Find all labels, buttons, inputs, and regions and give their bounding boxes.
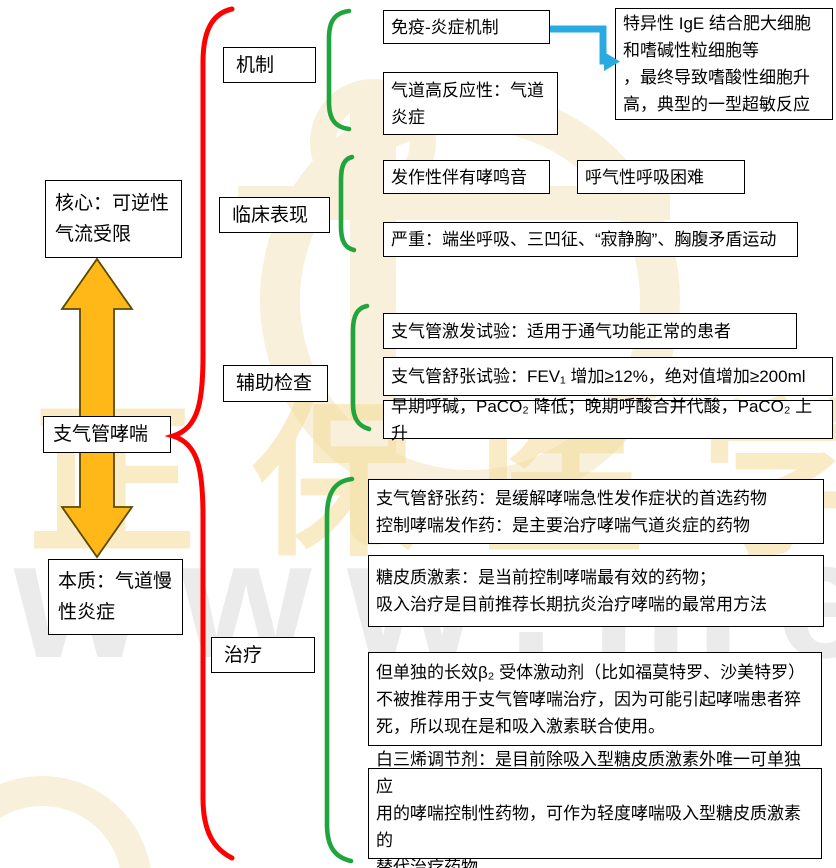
branch-label-mechanism: 机制 <box>223 47 316 83</box>
exam-bloodgas-box: 早期呼碱，PaCO₂ 降低；晚期呼酸合并代酸，PaCO₂ 上升 <box>383 397 833 443</box>
treatment-laba-box: 但单独的长效β₂ 受体激动剂（比如福莫特罗、沙美特罗） 不被推荐用于支气管哮喘治… <box>368 652 822 746</box>
treatment-bronchodilator-box: 支气管舒张药：是缓解哮喘急性发作症状的首选药物 控制哮喘发作药：是主要治疗哮喘气… <box>368 479 824 544</box>
mechanism-ige-detail-box: 特异性 IgE 结合肥大细胞 和嗜碱性粒细胞等 ，最终导致嗜酸性细胞升 高，典型… <box>615 8 833 120</box>
clinical-severe-box: 严重：端坐呼吸、三凹征、“寂静胸”、胸腹矛盾运动 <box>383 222 798 257</box>
clinical-wheeze-box: 发作性伴有哮鸣音 <box>383 160 550 194</box>
root-node-box: 支气管哮喘 <box>43 416 171 453</box>
exam-dilation-box: 支气管舒张试验：FEV₁ 增加≥12%，绝对值增加≥200ml <box>383 357 833 396</box>
branch-label-treatment: 治疗 <box>211 637 315 673</box>
essence-node-box: 本质：气道慢 性炎症 <box>48 559 183 635</box>
treatment-leukotriene-box: 白三烯调节剂：是目前除吸入型糖皮质激素外唯一可单独应 用的哮喘控制性药物，可作为… <box>368 750 822 868</box>
clinical-dyspnea-box: 呼气性呼吸困难 <box>577 160 745 194</box>
mechanism-immune-box: 免疫-炎症机制 <box>383 10 550 44</box>
branch-label-clinical: 临床表现 <box>219 197 330 233</box>
double-arrow <box>60 257 134 559</box>
core-node-box: 核心：可逆性 气流受限 <box>45 180 182 258</box>
exam-provocation-box: 支气管激发试验：适用于通气功能正常的患者 <box>383 313 797 349</box>
mechanism-airway-box: 气道高反应性：气道 炎症 <box>383 72 558 135</box>
branch-label-exams: 辅助检查 <box>223 365 328 402</box>
treatment-corticosteroid-box: 糖皮质激素：是当前控制哮喘最有效的药物； 吸入治疗是目前推荐长期抗炎治疗哮喘的最… <box>368 555 824 627</box>
